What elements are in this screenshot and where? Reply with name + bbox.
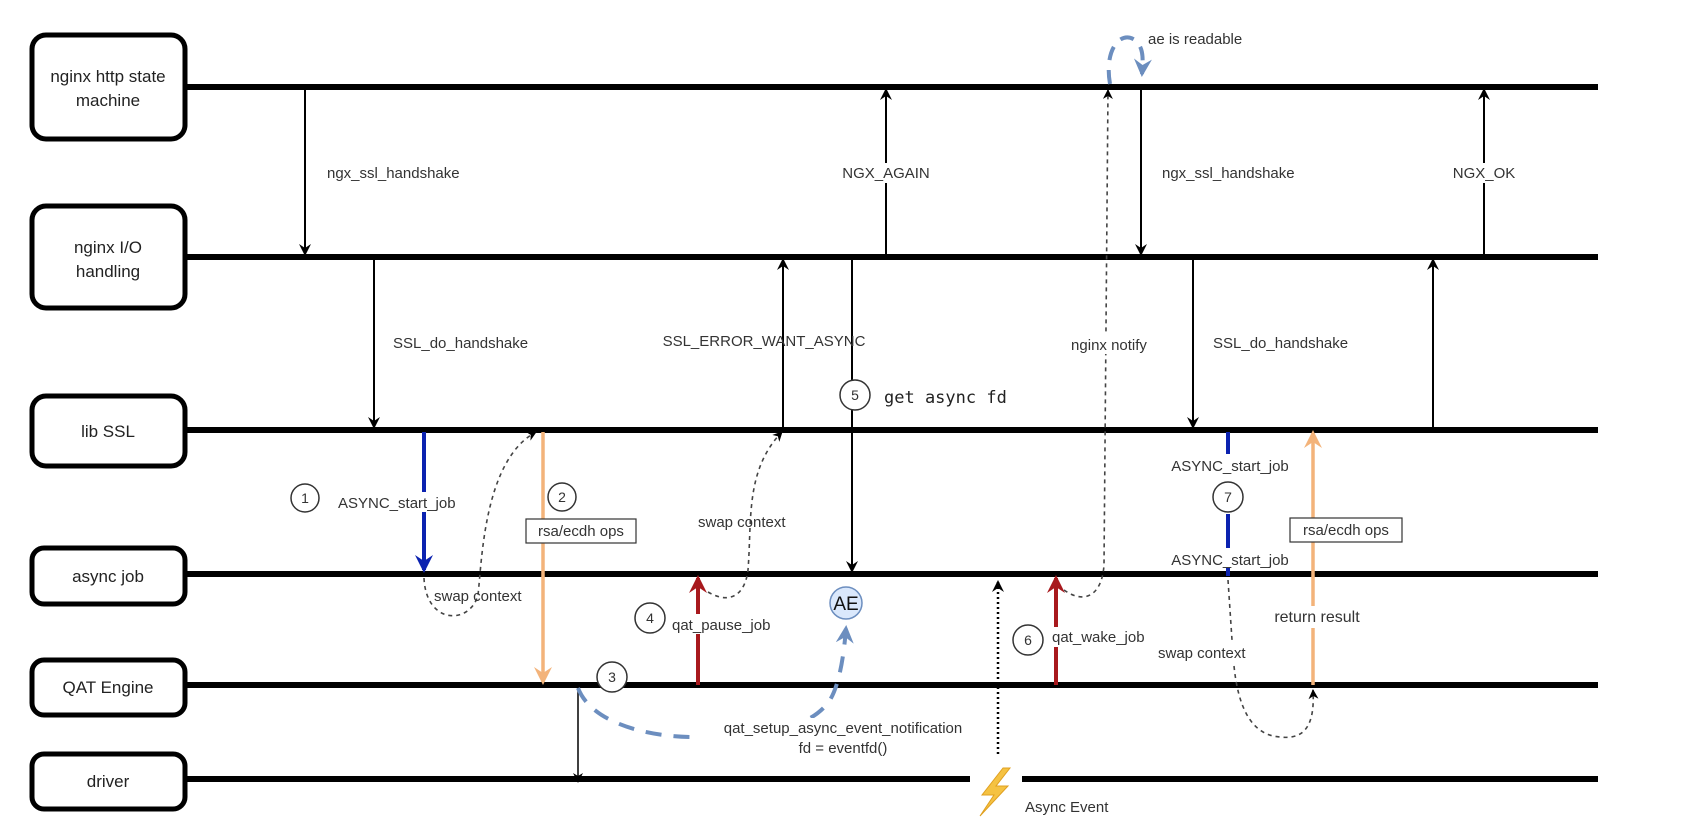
label-bg: [668, 614, 768, 634]
label-ssl-do-handshake-2: SSL_do_handshake: [1213, 335, 1348, 352]
step-2-marker: [547, 482, 577, 512]
ae-readable-loop: [1106, 35, 1152, 85]
label-rsa-ops-2: rsa/ecdh ops: [1303, 522, 1389, 539]
lane-box-job: async job: [29, 545, 188, 607]
lane-box-qat: QAT Engine: [29, 657, 188, 718]
swap-context-path-3a: [1227, 579, 1233, 641]
step-4-marker: [634, 602, 666, 634]
label-ngx-ssl-handshake-1: ngx_ssl_handshake: [327, 165, 460, 182]
step-6-marker: [1012, 624, 1044, 656]
lane-label: async job: [72, 567, 144, 586]
label-ngx-again: NGX_AGAIN: [842, 165, 930, 182]
label-swap-context-2: swap context: [698, 514, 786, 531]
label-ssl-do-handshake-1: SSL_do_handshake: [393, 335, 528, 352]
step-3-number: 3: [608, 669, 616, 685]
label-rsa-ops-1: rsa/ecdh ops: [538, 523, 624, 540]
lane-box-http: nginx http state machine: [29, 32, 188, 142]
label-nginx-notify: nginx notify: [1071, 337, 1147, 354]
lane-box-io: nginx I/O handling: [29, 203, 188, 311]
ae-label: AE: [833, 594, 858, 615]
step-7-marker: [1212, 481, 1244, 513]
lightning-icon: [979, 767, 1012, 817]
lane-label-line: machine: [76, 91, 140, 110]
label-ngx-ssl-handshake-2: ngx_ssl_handshake: [1162, 165, 1295, 182]
label-bg: [1262, 606, 1372, 628]
ae-marker: [829, 586, 863, 620]
step-1-number: 1: [301, 490, 309, 506]
label-async-start-job-1: ASYNC_start_job: [338, 495, 456, 512]
label-fd-eventfd: fd = eventfd(): [799, 740, 888, 757]
step-7-number: 7: [1224, 489, 1232, 505]
lane-label-line: nginx http state: [50, 67, 165, 86]
label-bg: [1050, 627, 1150, 647]
label-async-event: Async Event: [1025, 799, 1109, 816]
label-swap-context-1: swap context: [434, 588, 522, 605]
lane-label: driver: [87, 772, 130, 791]
lane-label: QAT Engine: [62, 678, 153, 697]
lane-box-driver: driver: [29, 751, 188, 812]
label-qat-setup: qat_setup_async_event_notification: [724, 720, 963, 737]
lane-box-ssl: lib SSL: [29, 393, 188, 469]
label-async-start-job-2b: ASYNC_start_job: [1171, 552, 1289, 569]
label-bg: [1060, 334, 1160, 354]
step-6-number: 6: [1024, 632, 1032, 648]
label-bg: [1446, 163, 1522, 183]
label-ae-is-readable: ae is readable: [1148, 31, 1242, 48]
label-bg: [826, 163, 944, 183]
rsa-ops-box-2: [1289, 517, 1403, 543]
label-bg: [695, 718, 995, 760]
label-ngx-ok: NGX_OK: [1453, 165, 1516, 182]
lane-label-line: nginx I/O: [74, 238, 142, 257]
step-2-number: 2: [558, 489, 566, 505]
lane-label: lib SSL: [81, 422, 135, 441]
rsa-ops-box-1: [525, 518, 637, 544]
step-5-number: 5: [851, 387, 859, 403]
label-get-async-fd: get async fd: [884, 388, 1007, 408]
label-return-result: return result: [1274, 609, 1360, 626]
label-async-start-job-2a: ASYNC_start_job: [1171, 458, 1289, 475]
swap-context-path-3b: [1233, 665, 1319, 739]
label-bg: [336, 492, 516, 512]
label-qat-pause-job: qat_pause_job: [672, 617, 770, 634]
swap-context-path-1: [423, 431, 537, 617]
step-3-marker: [596, 661, 628, 693]
label-ssl-error-want-async: SSL_ERROR_WANT_ASYNC: [663, 333, 866, 350]
step-1-marker: [290, 483, 320, 513]
lifelines: [185, 84, 1598, 782]
label-qat-wake-job: qat_wake_job: [1052, 629, 1145, 646]
lane-label-line: handling: [76, 262, 140, 281]
label-swap-context-3: swap context: [1158, 645, 1246, 662]
step-5-marker: [839, 379, 871, 411]
step-4-number: 4: [646, 610, 654, 626]
